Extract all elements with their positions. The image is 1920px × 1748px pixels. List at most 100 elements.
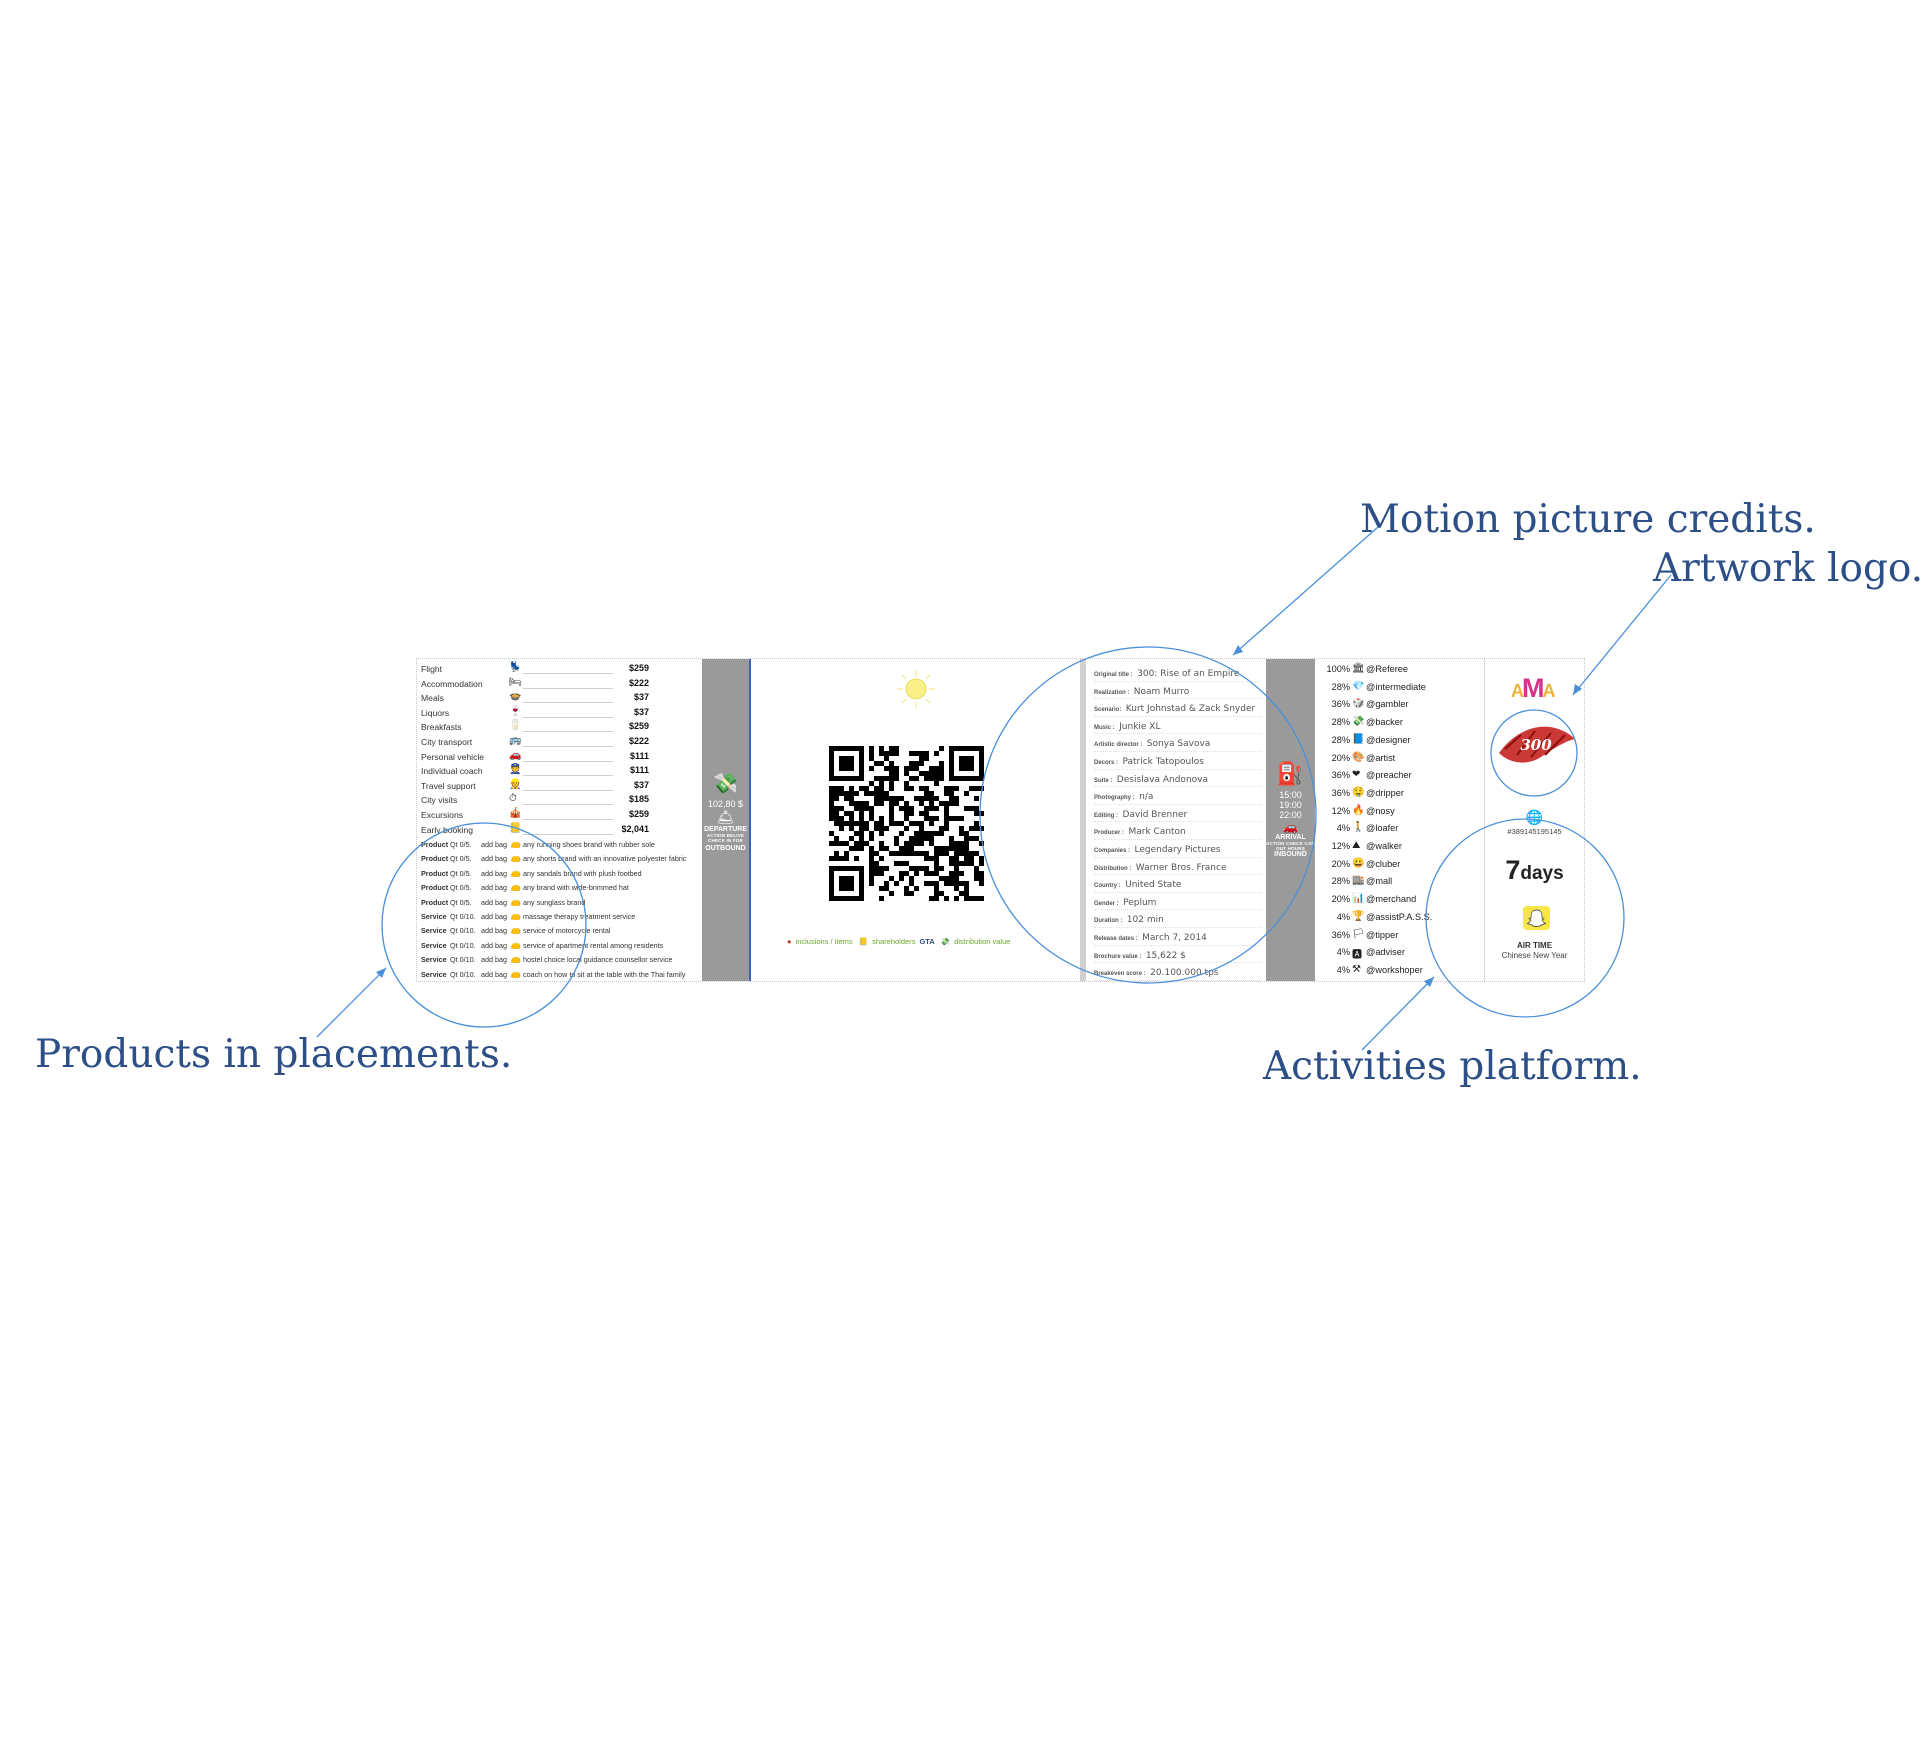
- activity-row[interactable]: 28%🏬@mall: [1315, 875, 1480, 893]
- activity-handle[interactable]: @nosy: [1366, 805, 1395, 816]
- activity-row[interactable]: 28%💎@intermediate: [1315, 681, 1480, 699]
- bag-icon[interactable]: 👝: [510, 910, 522, 920]
- add-bag-button[interactable]: add bag: [481, 883, 507, 893]
- credit-key: Suite :: [1094, 777, 1113, 784]
- add-bag-button[interactable]: add bag: [481, 940, 507, 950]
- bag-icon[interactable]: 👝: [510, 895, 522, 906]
- activity-handle[interactable]: @dripper: [1366, 787, 1404, 798]
- glass-icon: 🥛: [509, 720, 522, 732]
- add-bag-button[interactable]: add bag: [481, 969, 507, 979]
- credit-row: Scenario: Kurt Johnstad & Zack Snyder: [1094, 698, 1262, 717]
- artwork-logo[interactable]: 300: [1495, 719, 1577, 769]
- activity-handle[interactable]: @loafer: [1366, 823, 1399, 834]
- product-quantity: Qt 0/5.: [450, 868, 472, 878]
- activity-row[interactable]: 20%📊@merchand: [1315, 893, 1480, 911]
- product-quantity: Qt 0/5.: [450, 840, 472, 849]
- activity-row[interactable]: 28%💸@backer: [1315, 716, 1480, 734]
- arrival-stub[interactable]: ⛽ 15:00 19:00 22:00 🚗 ARRIVAL ACTION CHE…: [1266, 659, 1315, 981]
- bag-icon[interactable]: 👝: [510, 967, 522, 978]
- activity-row[interactable]: 4%⚒@workshoper: [1315, 964, 1480, 982]
- price-value: $2,041: [621, 823, 649, 834]
- bag-icon[interactable]: 👝: [510, 924, 522, 935]
- ledger-icon: 📒: [858, 937, 869, 946]
- annotation-logo: Artwork logo.: [1653, 546, 1920, 591]
- activity-row[interactable]: 20%😀@cluber: [1315, 858, 1480, 876]
- bag-icon[interactable]: 👝: [510, 881, 522, 892]
- credit-key: Gender :: [1094, 900, 1119, 907]
- bell-icon: 🛎: [716, 809, 735, 825]
- activity-row[interactable]: 36%🏳@tipper: [1315, 929, 1480, 947]
- price-row: Liquors🍷$37: [421, 706, 649, 721]
- globe-icon[interactable]: 🌐: [1525, 809, 1544, 825]
- departure-stub[interactable]: 💸 102,80 $ 🛎 DEPARTURE ACTION BELIVE CHE…: [702, 659, 751, 981]
- price-value: $111: [629, 765, 649, 776]
- credit-row: Distribution : Warner Bros. France: [1094, 857, 1262, 876]
- add-bag-button[interactable]: add bag: [481, 912, 507, 921]
- legend-gta: GTA: [919, 937, 935, 946]
- bag-icon[interactable]: 👝: [510, 838, 522, 848]
- activity-handle[interactable]: @merchand: [1366, 894, 1417, 905]
- price-row: Excursions🎪$259: [421, 808, 649, 823]
- activity-handle[interactable]: @intermediate: [1366, 681, 1426, 692]
- activity-handle[interactable]: @tipper: [1366, 929, 1399, 940]
- activity-percent: 4%: [1336, 964, 1350, 975]
- activity-row[interactable]: 36%❤@preacher: [1315, 769, 1480, 787]
- fuel-pump-icon: ⛽: [1276, 761, 1305, 786]
- activity-handle[interactable]: @Referee: [1366, 664, 1409, 674]
- activity-handle[interactable]: @walker: [1366, 841, 1402, 851]
- annotation-activities: Activities platform.: [1263, 1044, 1642, 1089]
- activity-handle[interactable]: @workshoper: [1366, 964, 1423, 975]
- activity-row[interactable]: 4%🅰@adviser: [1315, 946, 1480, 964]
- activity-handle[interactable]: @assistP.A.S.S.: [1366, 911, 1433, 922]
- bag-icon[interactable]: 👝: [510, 866, 522, 877]
- add-bag-button[interactable]: add bag: [481, 854, 507, 864]
- activity-row[interactable]: 20%🎨@artist: [1315, 752, 1480, 770]
- activity-percent: 36%: [1331, 787, 1350, 798]
- legend-inclusions: inclusions / items: [795, 937, 853, 946]
- price-label: Early booking: [421, 824, 474, 835]
- bag-icon[interactable]: 👝: [510, 852, 522, 863]
- activity-handle[interactable]: @gambler: [1366, 699, 1409, 710]
- snapchat-icon[interactable]: [1523, 906, 1550, 930]
- add-bag-button[interactable]: add bag: [481, 840, 507, 849]
- activity-percent: 4%: [1336, 947, 1350, 958]
- credit-value: Warner Bros. France: [1135, 862, 1227, 873]
- bag-icon[interactable]: 👝: [510, 938, 522, 949]
- heart-icon: ❤: [1352, 769, 1361, 781]
- activity-row[interactable]: 12%🔥@nosy: [1315, 805, 1480, 823]
- activity-handle[interactable]: @artist: [1366, 752, 1396, 763]
- activity-handle[interactable]: @mall: [1366, 876, 1393, 887]
- price-leader-line: [523, 775, 613, 777]
- activity-row[interactable]: 36%🎲@gambler: [1315, 698, 1480, 716]
- credit-row: Music : Junkie XL: [1094, 716, 1262, 735]
- smile-icon: 😀: [1352, 857, 1365, 869]
- activity-row[interactable]: 28%📘@designer: [1315, 734, 1480, 752]
- product-kind: Product: [421, 883, 449, 893]
- add-bag-button[interactable]: add bag: [481, 897, 507, 907]
- bag-icon[interactable]: 👝: [510, 953, 522, 964]
- add-bag-button[interactable]: add bag: [481, 955, 507, 965]
- credit-key: Editing :: [1094, 812, 1118, 819]
- activity-row[interactable]: 12%⛰@walker: [1315, 840, 1480, 858]
- activity-handle[interactable]: @backer: [1366, 717, 1403, 728]
- activity-handle[interactable]: @designer: [1366, 734, 1411, 745]
- credits-arrowhead: [1233, 645, 1243, 655]
- activity-percent: 28%: [1331, 876, 1350, 887]
- add-bag-button[interactable]: add bag: [481, 926, 507, 936]
- product-quantity: Qt 0/10.: [450, 969, 476, 979]
- price-leader-line: [523, 819, 613, 820]
- activity-handle[interactable]: @adviser: [1366, 947, 1405, 958]
- qr-code[interactable]: [829, 746, 984, 901]
- activity-handle[interactable]: @preacher: [1366, 770, 1412, 781]
- activity-percent: 20%: [1331, 752, 1350, 763]
- activity-row[interactable]: 4%🚶@loafer: [1315, 822, 1480, 840]
- add-bag-button[interactable]: add bag: [481, 868, 507, 878]
- credit-value: 15,622 $: [1145, 950, 1186, 961]
- activity-row[interactable]: 36%🤤@dripper: [1315, 787, 1480, 805]
- arrival-time-1: 15:00: [1279, 790, 1302, 800]
- activity-row[interactable]: 4%🏆@assistP.A.S.S.: [1315, 911, 1480, 929]
- annotation-products: Products in placements.: [35, 1032, 513, 1077]
- activity-row[interactable]: 100%🏛@Referee: [1315, 663, 1480, 681]
- activity-handle[interactable]: @cluber: [1366, 858, 1401, 869]
